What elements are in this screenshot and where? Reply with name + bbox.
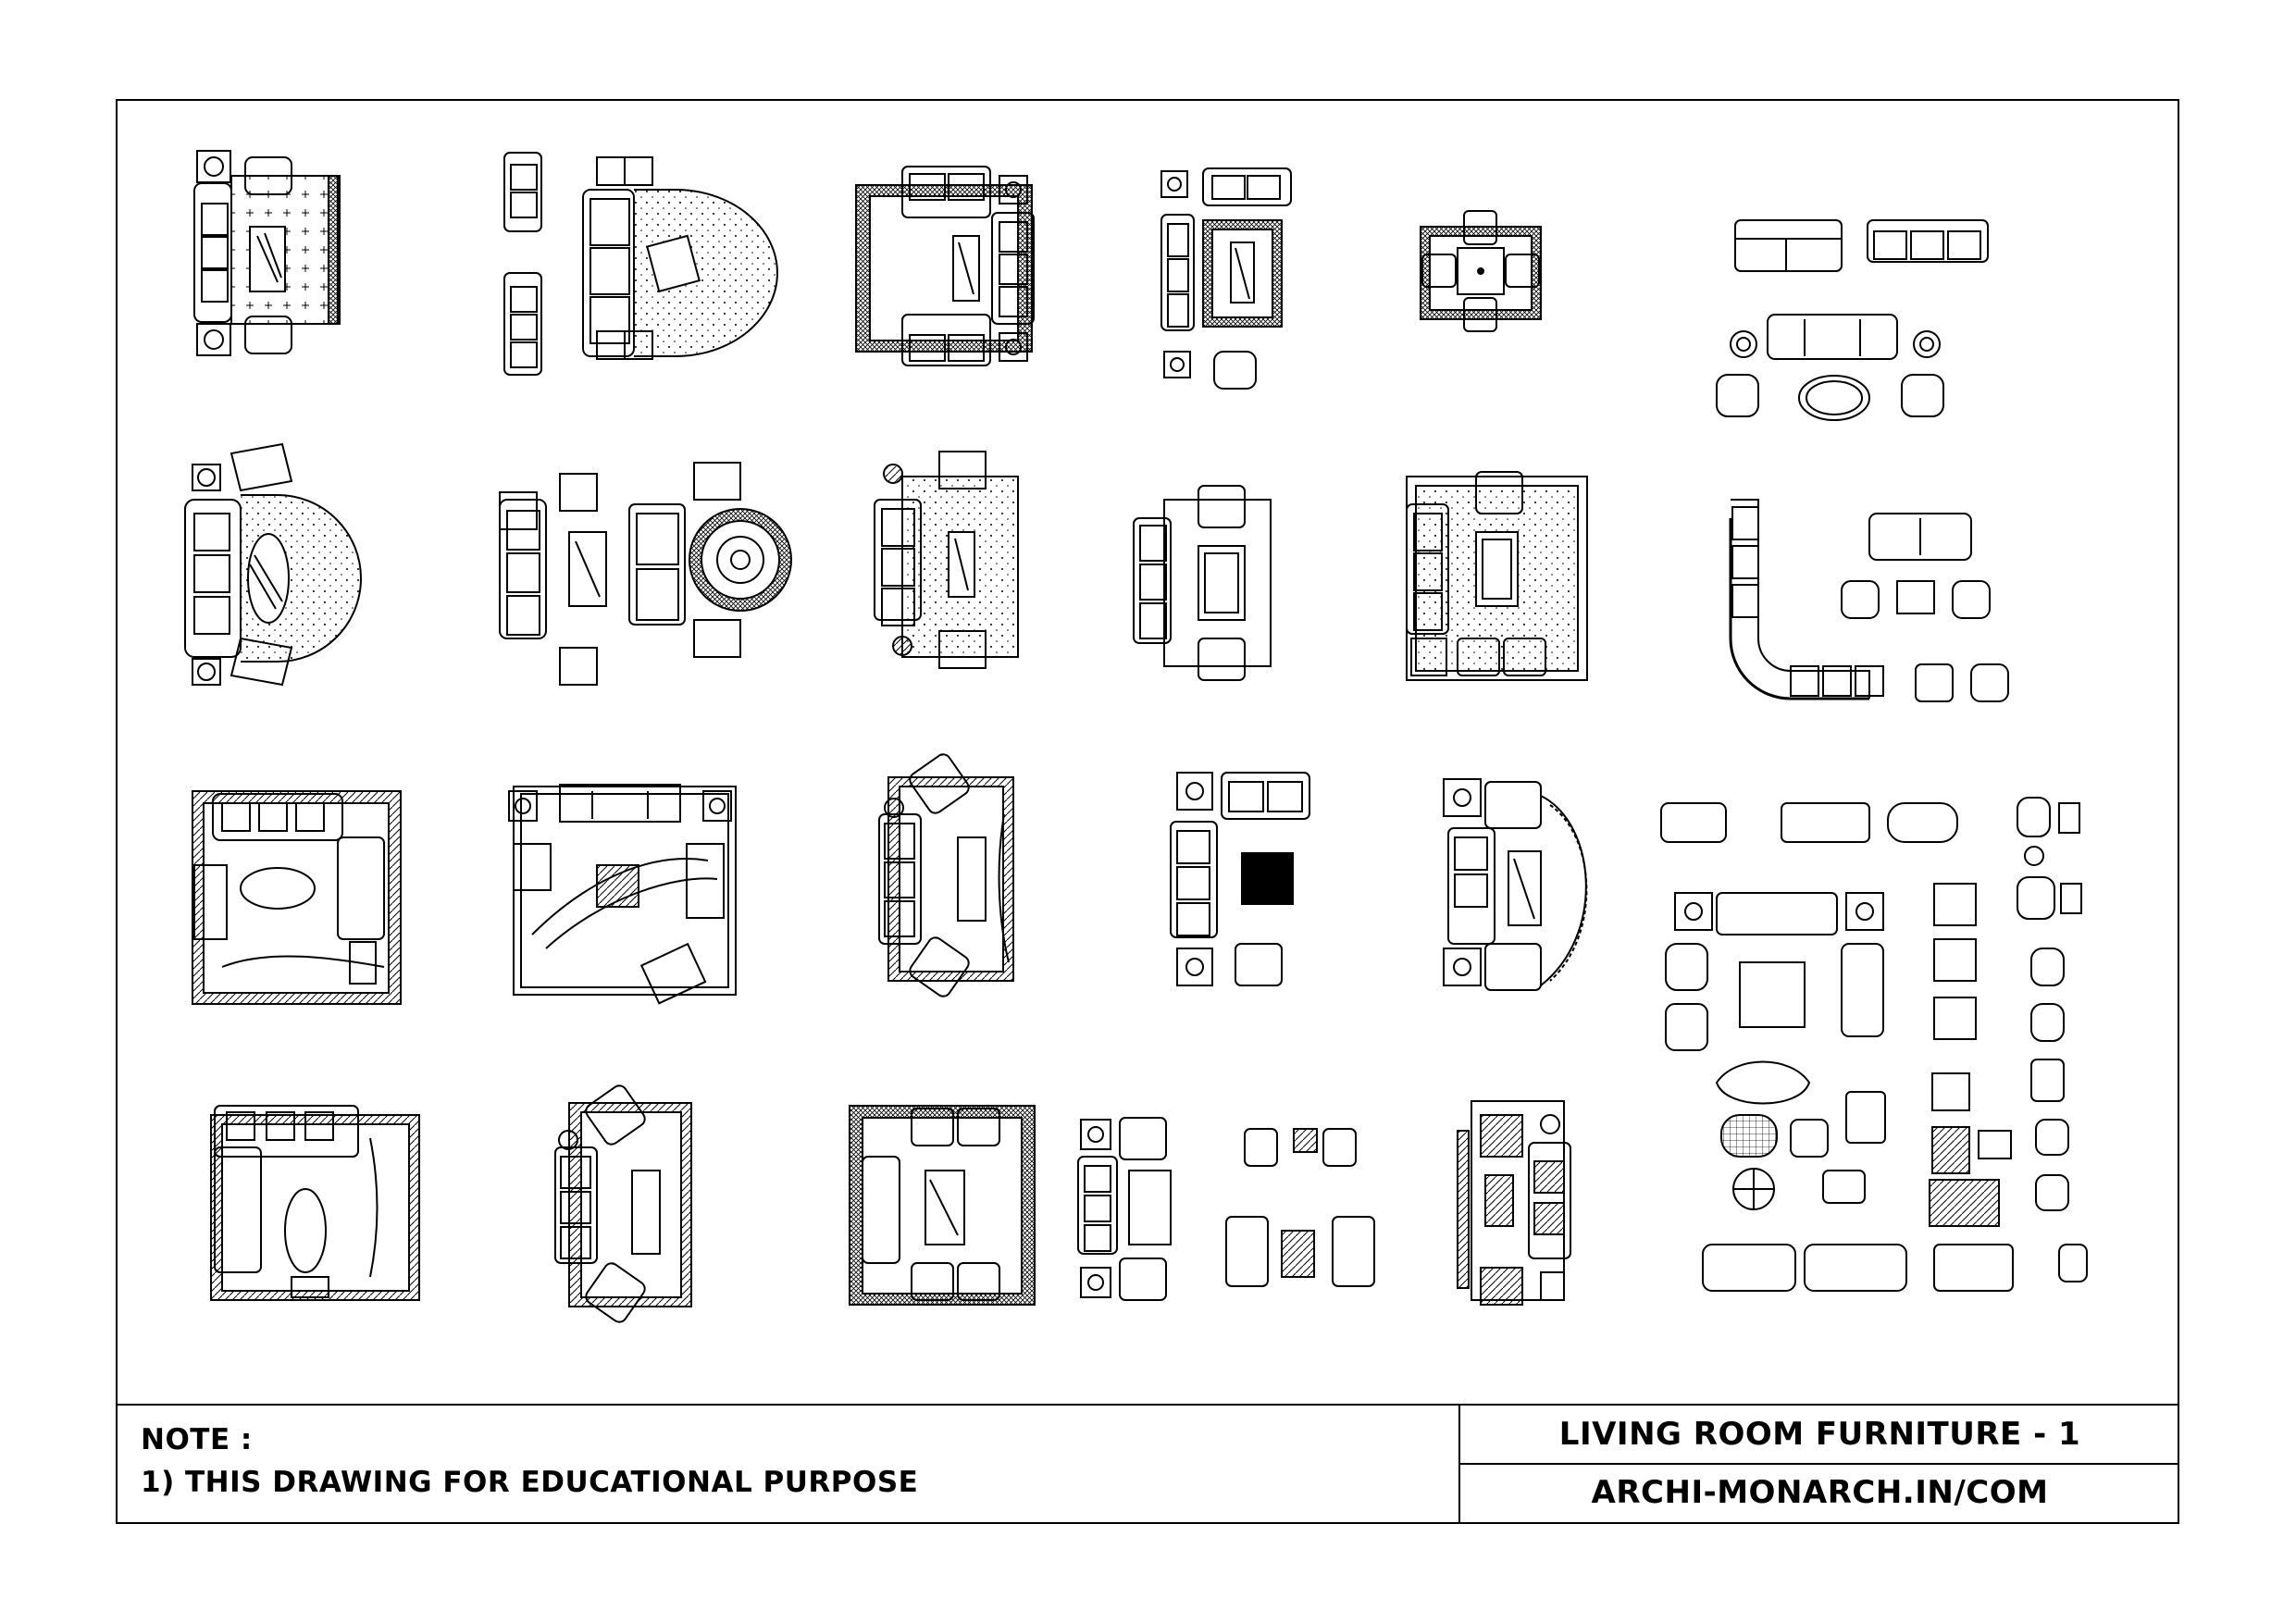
note-heading: NOTE : [141,1423,253,1456]
living-set-7 [184,442,362,687]
living-set-15 [878,753,1014,997]
drawing-title: LIVING ROOM FURNITURE - 1 [1558,1416,2081,1453]
drawing-border [116,99,2179,1524]
living-set-17 [1443,778,1588,991]
living-set-6 [1716,219,1989,421]
living-set-19 [210,1105,420,1301]
living-set-4 [1160,167,1292,390]
living-set-1 [193,150,341,356]
note-line: 1) THIS DRAWING FOR EDUCATIONAL PURPOSE [141,1466,919,1499]
title-block [116,1404,2179,1524]
living-set-10 [1133,485,1272,681]
living-set-2 [503,152,778,376]
living-set-9 [874,451,1019,669]
living-set-11 [1406,471,1588,681]
website-label: ARCHI-MONARCH.IN/COM [1591,1474,2049,1511]
living-set-21 [849,1105,1036,1306]
living-set-18 [1660,797,2088,1292]
living-set-13 [192,790,402,1005]
living-set-8 [499,462,792,686]
living-set-12 [1729,499,2009,702]
living-set-22 [1077,1117,1375,1301]
living-set-5 [1420,210,1542,332]
living-set-20 [554,1084,692,1323]
living-set-16 [1170,772,1310,986]
living-set-23 [1457,1100,1571,1306]
living-set-3 [855,166,1035,366]
living-set-14 [508,784,737,1005]
title-block-separator [1458,1463,2179,1465]
